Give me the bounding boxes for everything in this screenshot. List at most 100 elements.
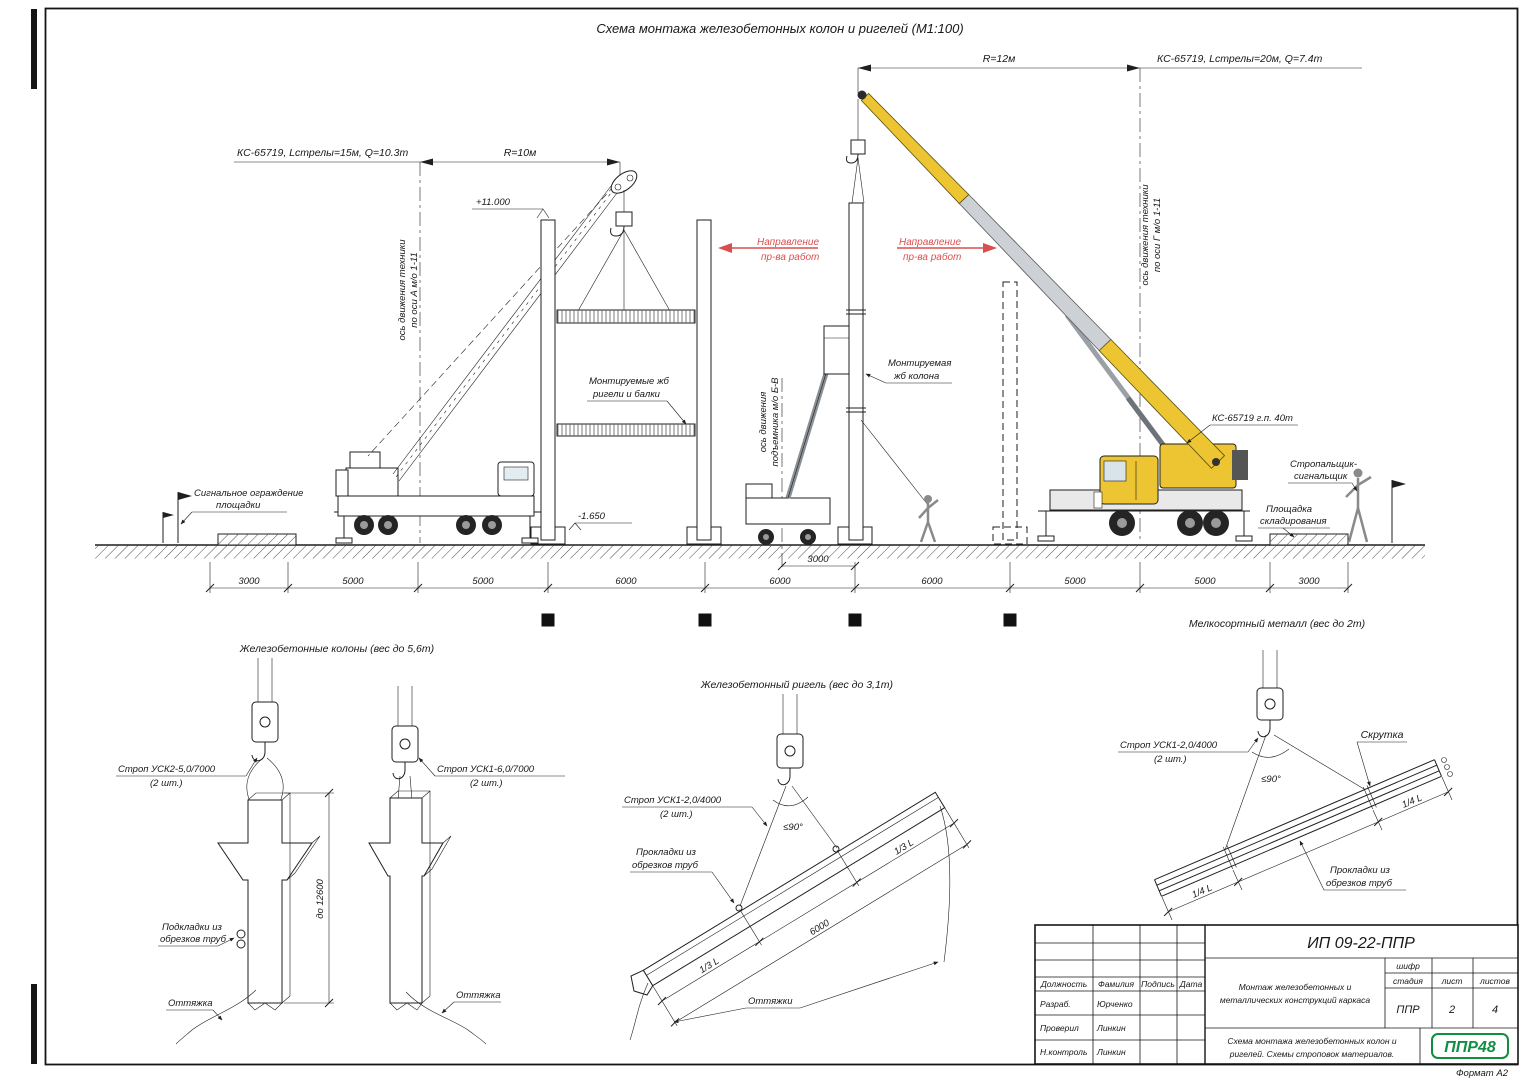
- sheet-header: лист: [1441, 976, 1463, 986]
- role-cell: Проверил: [1040, 1023, 1079, 1033]
- filing-mark-bottom: [31, 984, 37, 1064]
- column-detail-b: [368, 686, 487, 1045]
- col-header-sign: Подпись: [1141, 979, 1175, 989]
- pipe-pad: [832, 845, 840, 853]
- pads-label: обрезков труб: [632, 860, 699, 871]
- stage-header: стадия: [1393, 976, 1423, 986]
- metal-detail-title: Мелкосортный металл (вес до 2т): [1189, 618, 1365, 630]
- sling-label: (2 шт.): [660, 809, 693, 820]
- sling-label: Строп УСК2-5,0/7000: [118, 764, 216, 775]
- fence-label: Сигнальное ограждение: [194, 488, 303, 499]
- boom-tip-sheave: [857, 90, 867, 100]
- guy-label: Оттяжка: [168, 998, 213, 1009]
- guy-rope: [405, 991, 487, 1045]
- dim-column-length: до 12600: [315, 878, 326, 918]
- top-dimensions: КС-65719, Lстрелы=15м, Q=10.3т R=10м R=1…: [234, 53, 1362, 176]
- dim: 5000: [1194, 576, 1216, 587]
- sling-label: (2 шт.): [470, 778, 503, 789]
- sling-angle: ≤90°: [1261, 774, 1281, 785]
- crane-hook-icon: [846, 153, 859, 164]
- pipe-pad: [735, 904, 743, 912]
- col-header-role: Должность: [1040, 979, 1087, 989]
- dim: 5000: [472, 576, 494, 587]
- pads-label: обрезков труб: [1326, 878, 1393, 889]
- dim: 3000: [238, 576, 260, 587]
- hook-block: [615, 211, 633, 227]
- crane-right-spec: КС-65719, Lстрелы=20м, Q=7.4т: [1157, 53, 1323, 65]
- wire-ties: [1223, 785, 1377, 870]
- hook-block: [776, 733, 804, 769]
- dim: 3000: [1298, 576, 1320, 587]
- frame-column: [696, 219, 712, 541]
- company-logo-frame: [1431, 1033, 1509, 1059]
- beam-detail-title: Железобетонный ригель (вес до 3,1т): [700, 679, 893, 691]
- direction-label: Направление: [899, 237, 961, 248]
- sheets-value: 4: [1492, 1004, 1498, 1016]
- pads-label: Прокладки из: [636, 847, 697, 858]
- work-direction-left: Направление пр-ва работ: [718, 237, 819, 263]
- beam-detail-labels: Строп УСК1-2,0/4000 (2 шт.) Прокладки из…: [622, 795, 939, 1024]
- col-header-date: Дата: [1179, 979, 1203, 989]
- sling-label: Строп УСК1-2,0/4000: [624, 795, 722, 806]
- stage-value: ППР: [1396, 1004, 1420, 1016]
- dimension-chain: 3000 5000 5000 6000 6000 6000 5000 5000 …: [205, 554, 1353, 593]
- signalman-figure: [918, 495, 939, 543]
- direction-label: пр-ва работ: [903, 251, 961, 263]
- guy-rope: [939, 805, 951, 963]
- lattice-boom: [367, 185, 618, 482]
- sling-angle: ≤90°: [783, 822, 803, 833]
- mark-top: +11.000: [476, 197, 511, 208]
- signal-fence-right: [1391, 480, 1406, 543]
- twist-label: Скрутка: [1361, 729, 1404, 741]
- work-direction-right: Направление пр-ва работ: [897, 237, 997, 263]
- metal-bundle: [1154, 759, 1442, 897]
- hook-block: [391, 725, 419, 763]
- name-cell: Линкин: [1096, 1047, 1126, 1057]
- crane-left-spec: КС-65719, Lстрелы=15м, Q=10.3т: [237, 147, 408, 159]
- pipe-pad: [236, 929, 246, 939]
- drawing-title: Схема монтажа железобетонных колон и риг…: [596, 21, 963, 36]
- sheet-title: ригелей. Схемы строповок материалов.: [1229, 1049, 1395, 1059]
- crane-left: [334, 170, 671, 544]
- columns-detail-title: Железобетонные колоны (вес до 5,6т): [239, 643, 434, 655]
- dim: 5000: [342, 576, 364, 587]
- column-detail-labels: Строп УСК2-5,0/7000 (2 шт.) Строп УСК1-6…: [116, 757, 565, 1021]
- axis-g-label: ось движения техники: [1140, 184, 1151, 286]
- guy-rope: [860, 419, 929, 506]
- title-block: ИП 09-22-ППР Должность Фамилия Подпись Д…: [1034, 924, 1519, 1065]
- axis-hoist-label: ось движения: [758, 392, 769, 453]
- role-cell: Разраб.: [1040, 999, 1071, 1009]
- signal-fence-left: [162, 492, 192, 543]
- sheet-title: Схема монтажа железобетонных колон и: [1227, 1036, 1396, 1046]
- sling-label: Строп УСК1-6,0/7000: [437, 764, 535, 775]
- pads-label: Прокладки из: [1330, 865, 1391, 876]
- crane-right: [857, 90, 1253, 542]
- elevation-marks: +11.000 -1.650: [472, 197, 632, 531]
- mark-base: -1.650: [578, 511, 606, 522]
- guy-rope: [629, 982, 649, 1041]
- elevation-labels: Сигнальное ограждение площадки Монтируем…: [180, 358, 1358, 538]
- format-note: Формат А2: [1456, 1068, 1509, 1079]
- sling-label: (2 шт.): [1154, 754, 1187, 765]
- future-column: [1002, 281, 1018, 541]
- slinger-label: сигнальщик: [1294, 471, 1348, 482]
- project-name: Монтаж железобетонных и: [1239, 982, 1352, 992]
- metal-detail-labels: Строп УСК1-2,0/4000 (2 шт.) Скрутка Прок…: [1118, 729, 1407, 891]
- frame-column: [540, 219, 556, 541]
- beam-end-profile: [630, 969, 654, 996]
- axis-a-label: по оси А м/о 1-11: [409, 252, 420, 327]
- fence-label: площадки: [216, 500, 261, 511]
- guy-rope: [175, 989, 257, 1045]
- radius-left: R=10м: [504, 147, 537, 159]
- sheet-value: 2: [1448, 1004, 1455, 1016]
- company-logo: ППР48: [1444, 1039, 1496, 1056]
- hook-block: [1256, 687, 1284, 721]
- dim: 6000: [921, 576, 943, 587]
- pipe-pad: [236, 939, 246, 949]
- pads-label: обрезков труб: [160, 934, 227, 945]
- crane-hook-icon: [392, 762, 406, 780]
- telescopic-boom: [857, 90, 1226, 469]
- foundation-future: [992, 526, 1028, 545]
